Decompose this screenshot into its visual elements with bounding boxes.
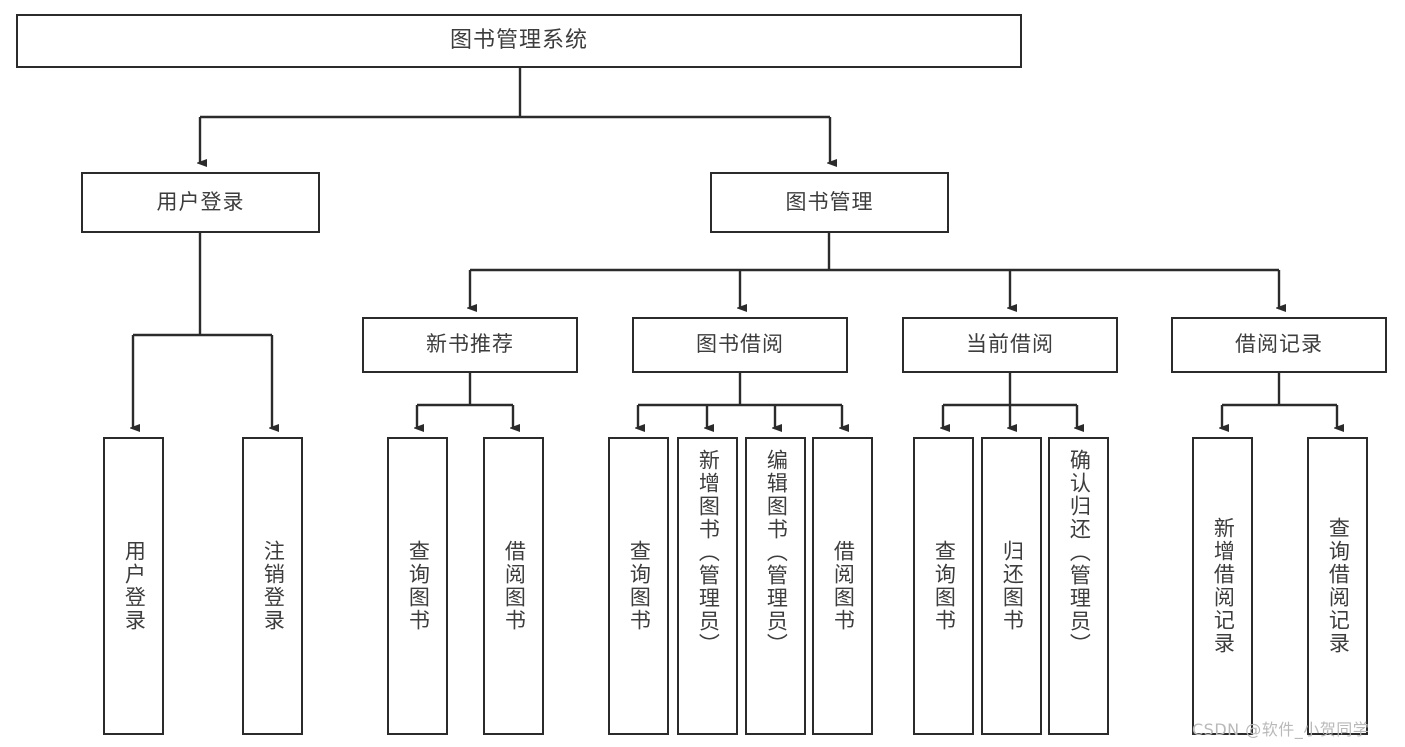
leaf-current-query-book[interactable]: 查询图书	[913, 437, 974, 735]
node-book-borrow[interactable]: 图书借阅	[632, 317, 848, 373]
node-new-book-recommend[interactable]: 新书推荐	[362, 317, 578, 373]
node-borrow-record[interactable]: 借阅记录	[1171, 317, 1387, 373]
leaf-borrow-borrow-book[interactable]: 借阅图书	[812, 437, 873, 735]
leaf-label: 查询图书	[932, 540, 957, 632]
node-user-login[interactable]: 用户登录	[81, 172, 320, 233]
leaf-label: 归还图书	[1000, 540, 1025, 632]
csdn-watermark: CSDN @软件_小贺同学	[1192, 720, 1370, 739]
node-current-borrow[interactable]: 当前借阅	[902, 317, 1118, 373]
node-root-system[interactable]: 图书管理系统	[16, 14, 1022, 68]
leaf-borrow-add-book-admin[interactable]: 新增图书（管理员）	[677, 437, 738, 735]
leaf-label: 编辑图书（管理员）	[764, 449, 789, 656]
leaf-label: 新增图书（管理员）	[696, 449, 721, 656]
leaf-user-login-logout[interactable]: 注销登录	[242, 437, 303, 735]
leaf-record-query-record[interactable]: 查询借阅记录	[1307, 437, 1368, 735]
leaf-label: 用户登录	[122, 540, 147, 632]
leaf-current-return-book[interactable]: 归还图书	[981, 437, 1042, 735]
leaf-user-login-login[interactable]: 用户登录	[103, 437, 164, 735]
leaf-current-confirm-return-admin[interactable]: 确认归还（管理员）	[1048, 437, 1109, 735]
node-book-management[interactable]: 图书管理	[710, 172, 949, 233]
leaf-label: 注销登录	[261, 540, 286, 632]
leaf-label: 查询图书	[627, 540, 652, 632]
leaf-label: 新增借阅记录	[1211, 517, 1236, 655]
leaf-recommend-borrow-book[interactable]: 借阅图书	[483, 437, 544, 735]
leaf-borrow-edit-book-admin[interactable]: 编辑图书（管理员）	[745, 437, 806, 735]
leaf-borrow-query-book[interactable]: 查询图书	[608, 437, 669, 735]
leaf-label: 借阅图书	[831, 540, 856, 632]
leaf-label: 借阅图书	[502, 540, 527, 632]
leaf-label: 查询借阅记录	[1326, 517, 1351, 655]
leaf-label: 查询图书	[406, 540, 431, 632]
leaf-label: 确认归还（管理员）	[1067, 449, 1092, 656]
leaf-recommend-query-book[interactable]: 查询图书	[387, 437, 448, 735]
leaf-record-add-record[interactable]: 新增借阅记录	[1192, 437, 1253, 735]
